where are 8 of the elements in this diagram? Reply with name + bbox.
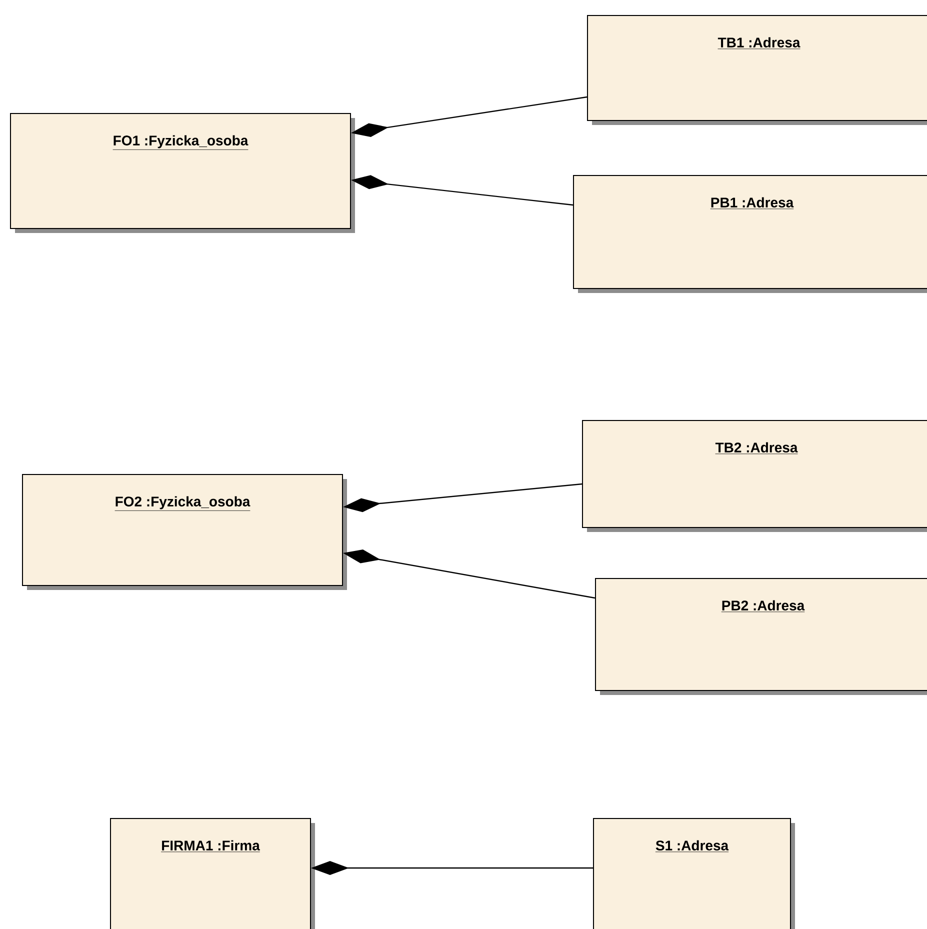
object-box: PB1 :Adresa [573,175,927,293]
object-box: FO1 :Fyzicka_osoba [10,113,355,233]
object-box: TB2 :Adresa [582,420,927,532]
object-box: FO2 :Fyzicka_osoba [22,474,347,590]
object-box: S1 :Adresa [593,818,795,929]
object-box: TB1 :Adresa [587,15,927,125]
object-box: PB2 :Adresa [595,578,927,695]
object-box: FIRMA1 :Firma [110,818,315,929]
